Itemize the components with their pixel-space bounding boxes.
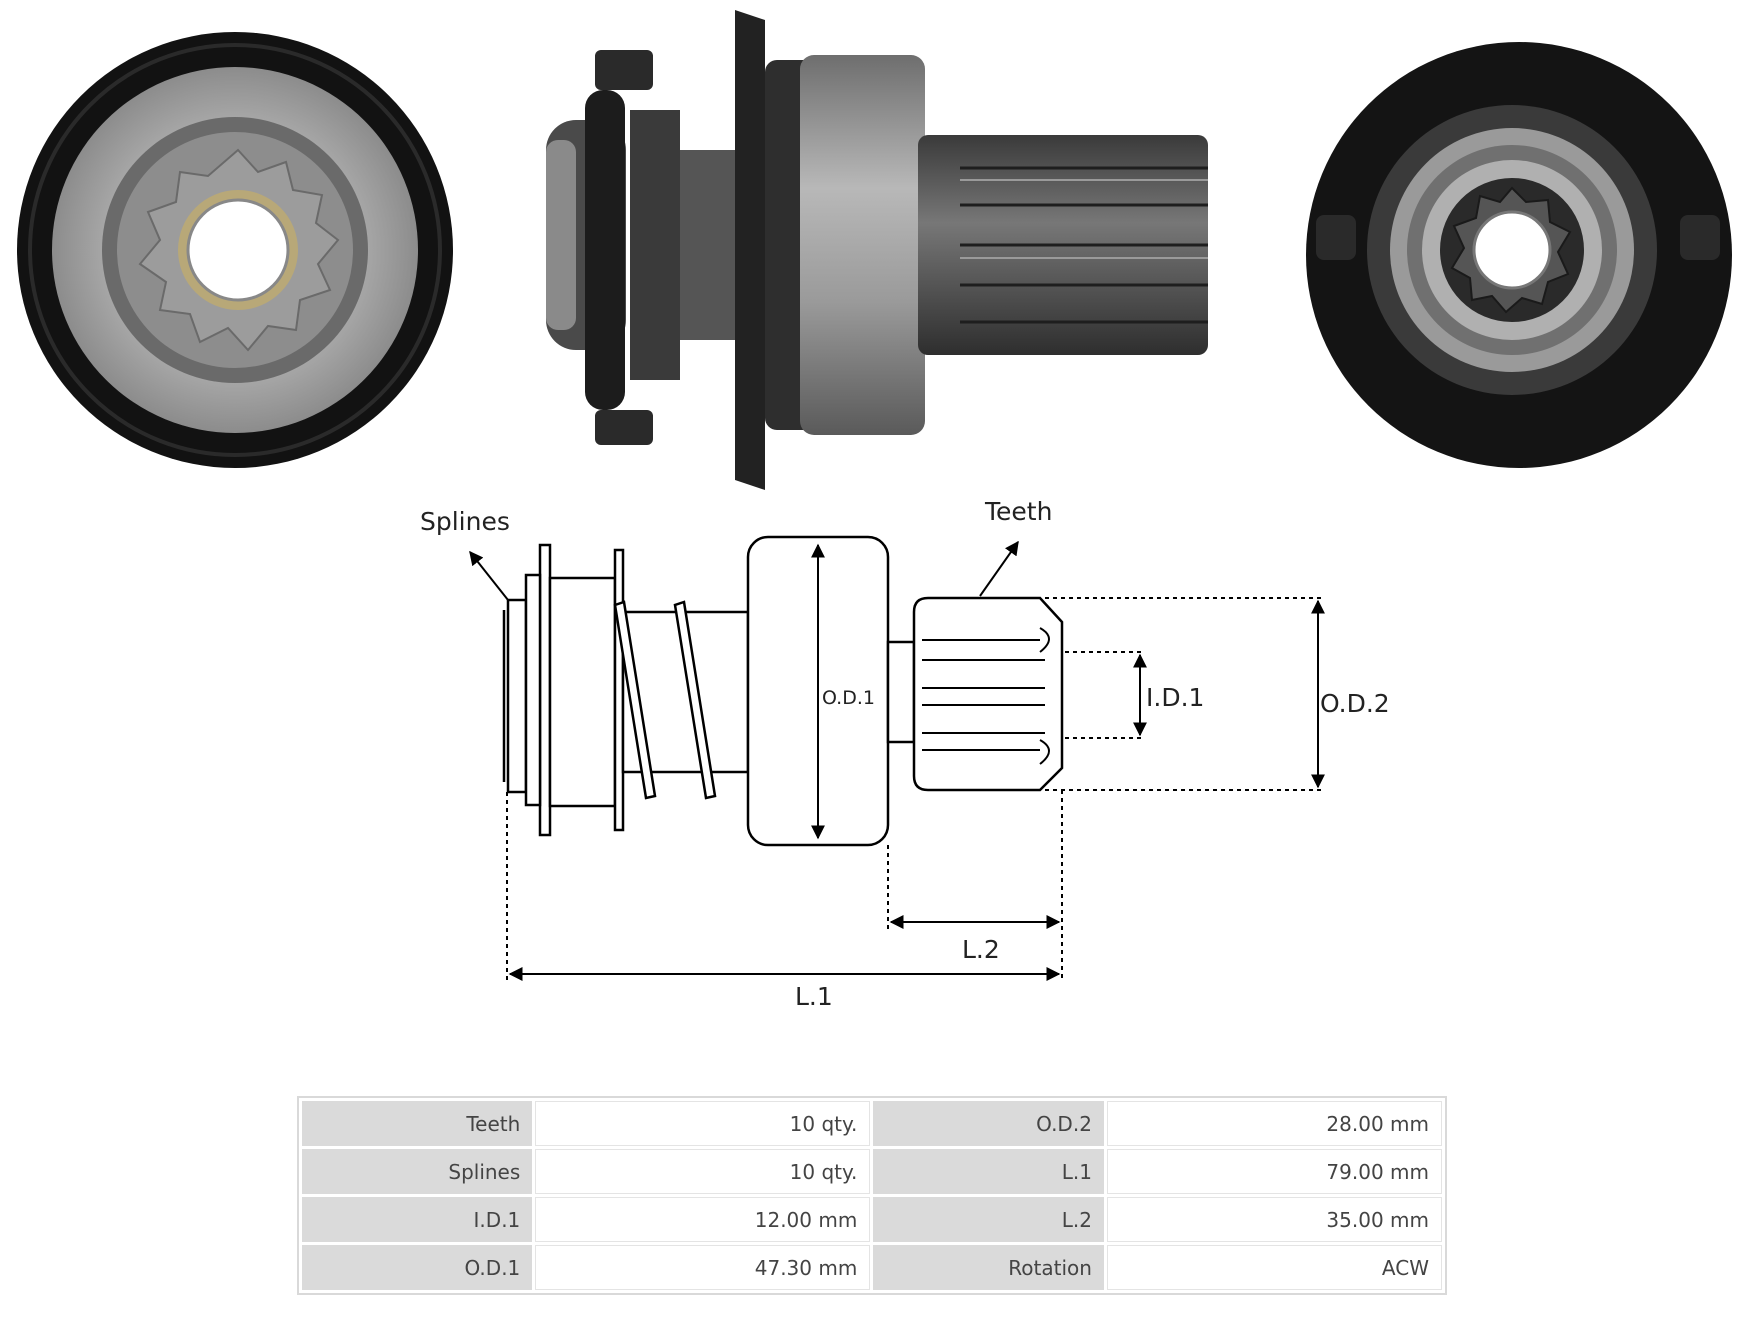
table-row: I.D.1 12.00 mm L.2 35.00 mm [302, 1197, 1442, 1242]
splined-end [506, 598, 528, 794]
spec-key: O.D.2 [873, 1101, 1104, 1146]
spec-table: Teeth 10 qty. O.D.2 28.00 mm Splines 10 … [297, 1096, 1447, 1295]
table-row: Teeth 10 qty. O.D.2 28.00 mm [302, 1101, 1442, 1146]
spec-value: 35.00 mm [1106, 1197, 1442, 1242]
spec-key: Splines [302, 1149, 533, 1194]
teeth-label: Teeth [984, 497, 1052, 526]
spec-value: 10 qty. [535, 1101, 871, 1146]
spec-key: I.D.1 [302, 1197, 533, 1242]
photo-side-view [546, 10, 1208, 490]
l1-label: L.1 [795, 982, 833, 1011]
od1-label: O.D.1 [822, 687, 875, 709]
pinion-teeth-lines [922, 627, 1050, 765]
spec-value: ACW [1106, 1245, 1442, 1290]
spec-value: 10 qty. [535, 1149, 871, 1194]
photo-front-view [17, 32, 453, 468]
spec-value: 28.00 mm [1106, 1101, 1442, 1146]
splines-label: Splines [420, 507, 510, 536]
spec-key: Rotation [873, 1245, 1104, 1290]
pinion [912, 596, 1064, 792]
spec-value: 79.00 mm [1106, 1149, 1442, 1194]
table-row: Splines 10 qty. L.1 79.00 mm [302, 1149, 1442, 1194]
flange-1 [538, 543, 552, 837]
dimension-lines [469, 540, 1325, 981]
spec-key: L.1 [873, 1149, 1104, 1194]
spec-key: Teeth [302, 1101, 533, 1146]
helix-spring [613, 600, 717, 800]
l2-label: L.2 [962, 935, 1000, 964]
spec-key: O.D.1 [302, 1245, 533, 1290]
table-row: O.D.1 47.30 mm Rotation ACW [302, 1245, 1442, 1290]
od2-label: O.D.2 [1320, 689, 1390, 718]
spec-value: 47.30 mm [535, 1245, 871, 1290]
photo-rear-view [1306, 42, 1732, 468]
spec-key: L.2 [873, 1197, 1104, 1242]
technical-drawing [469, 535, 1325, 981]
id1-label: I.D.1 [1146, 683, 1204, 712]
spec-value: 12.00 mm [535, 1197, 871, 1242]
